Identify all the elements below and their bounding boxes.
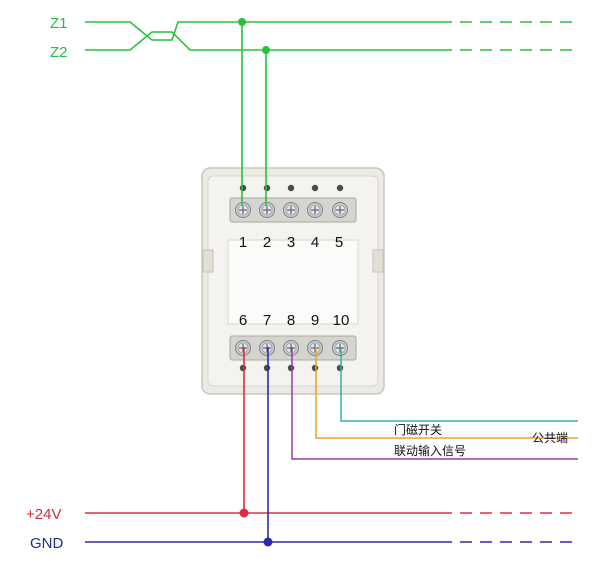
bus-z2: [85, 31, 578, 51]
terminal-label-6: 6: [239, 312, 247, 329]
terminal-screw-4: [307, 202, 323, 218]
wire-common: [315, 347, 578, 439]
wire-door-switch: [340, 347, 578, 422]
terminal-label-7: 7: [263, 312, 271, 329]
bus-z1: [85, 21, 578, 41]
terminal-label-10: 10: [333, 312, 350, 329]
terminal-label-5: 5: [335, 234, 343, 251]
screws-bottom: [235, 340, 348, 356]
terminal-label-4: 4: [311, 234, 319, 251]
terminal-screw-3: [283, 202, 299, 218]
wire-hole-6: [239, 364, 247, 372]
terminal-label-2: 2: [263, 234, 271, 251]
terminal-screw-8: [283, 340, 299, 356]
terminal-screw-7: [259, 340, 275, 356]
terminal-screw-5: [332, 202, 348, 218]
wire-hole-9: [311, 364, 319, 372]
terminal-screw-2: [259, 202, 275, 218]
door-switch-label: 门磁开关: [394, 422, 442, 437]
terminal-label-9: 9: [311, 312, 319, 329]
v24-label: +24V: [26, 506, 61, 523]
wire-hole-10: [336, 364, 344, 372]
wire-hole-2: [263, 184, 271, 192]
terminal-label-3: 3: [287, 234, 295, 251]
terminal-label-1: 1: [239, 234, 247, 251]
wire-hole-7: [263, 364, 271, 372]
bus-gnd: [85, 347, 578, 547]
wire-hole-5: [336, 184, 344, 192]
z2-label: Z2: [50, 44, 68, 61]
z1-label: Z1: [50, 15, 68, 32]
common-label: 公共端: [532, 431, 568, 445]
bus-24v: [85, 347, 578, 518]
terminal-screw-1: [235, 202, 251, 218]
terminal-screw-6: [235, 340, 251, 356]
screws-top: [235, 202, 348, 218]
wire-hole-4: [311, 184, 319, 192]
wire-z2-to-terminal-2: [262, 46, 270, 206]
wire-hole-1: [239, 184, 247, 192]
gnd-label: GND: [30, 535, 64, 552]
terminal-screw-9: [307, 340, 323, 356]
terminal-screw-10: [332, 340, 348, 356]
terminal-label-8: 8: [287, 312, 295, 329]
wire-hole-8: [287, 364, 295, 372]
wire-z1-to-terminal-1: [238, 18, 246, 206]
linkage-input-label: 联动输入信号: [394, 443, 466, 458]
wire-linkage-input: [291, 347, 578, 460]
wire-hole-3: [287, 184, 295, 192]
